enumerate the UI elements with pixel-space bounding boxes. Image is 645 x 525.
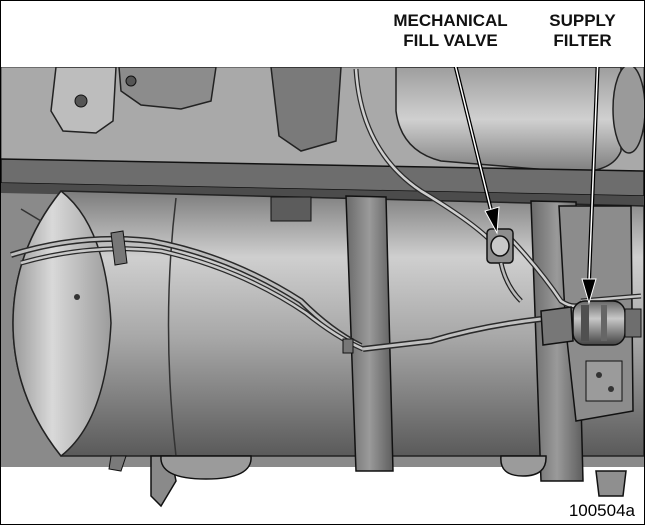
arrow-mechanical-fill-valve-icon xyxy=(451,55,500,235)
mechanical-fill-valve-label: MECHANICAL FILL VALVE xyxy=(393,11,508,50)
lower-fittings xyxy=(108,455,627,508)
supply-filter-label: SUPPLY FILTER xyxy=(549,11,616,50)
figure-id: 100504a xyxy=(568,501,635,520)
upper-air-tank xyxy=(395,64,644,173)
arrow-supply-filter-icon xyxy=(581,55,600,305)
line-clips xyxy=(110,230,354,354)
supply-filter xyxy=(540,300,642,346)
mechanical-fill-valve xyxy=(486,228,523,303)
header-band xyxy=(1,1,644,67)
